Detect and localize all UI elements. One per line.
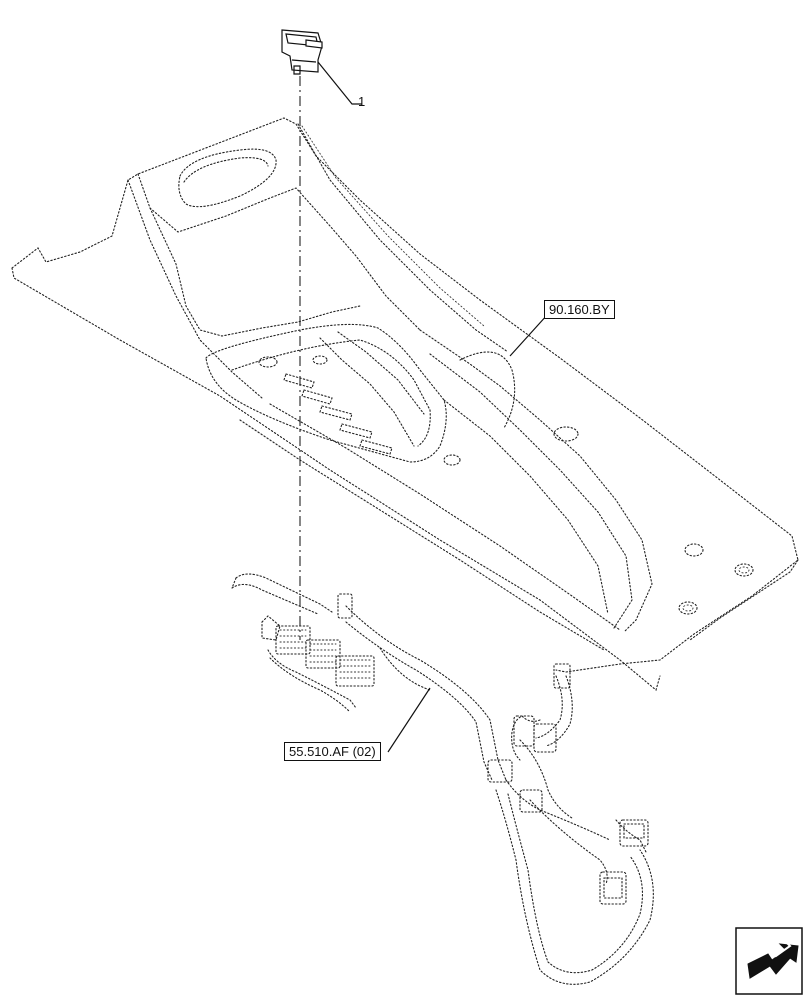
callout-harness-reference[interactable]: 55.510.AF (02) bbox=[284, 742, 381, 761]
callout-item-1: 1 bbox=[358, 94, 366, 109]
leader-line-1 bbox=[317, 61, 362, 105]
leader-line-harness bbox=[387, 687, 431, 753]
next-page-arrow-icon[interactable] bbox=[735, 927, 803, 995]
callout-console-reference[interactable]: 90.160.BY bbox=[544, 300, 615, 319]
leader-line-console bbox=[509, 313, 549, 357]
console-body bbox=[11, 117, 799, 691]
wire-harness bbox=[231, 573, 654, 985]
switch-part-1 bbox=[281, 29, 323, 75]
